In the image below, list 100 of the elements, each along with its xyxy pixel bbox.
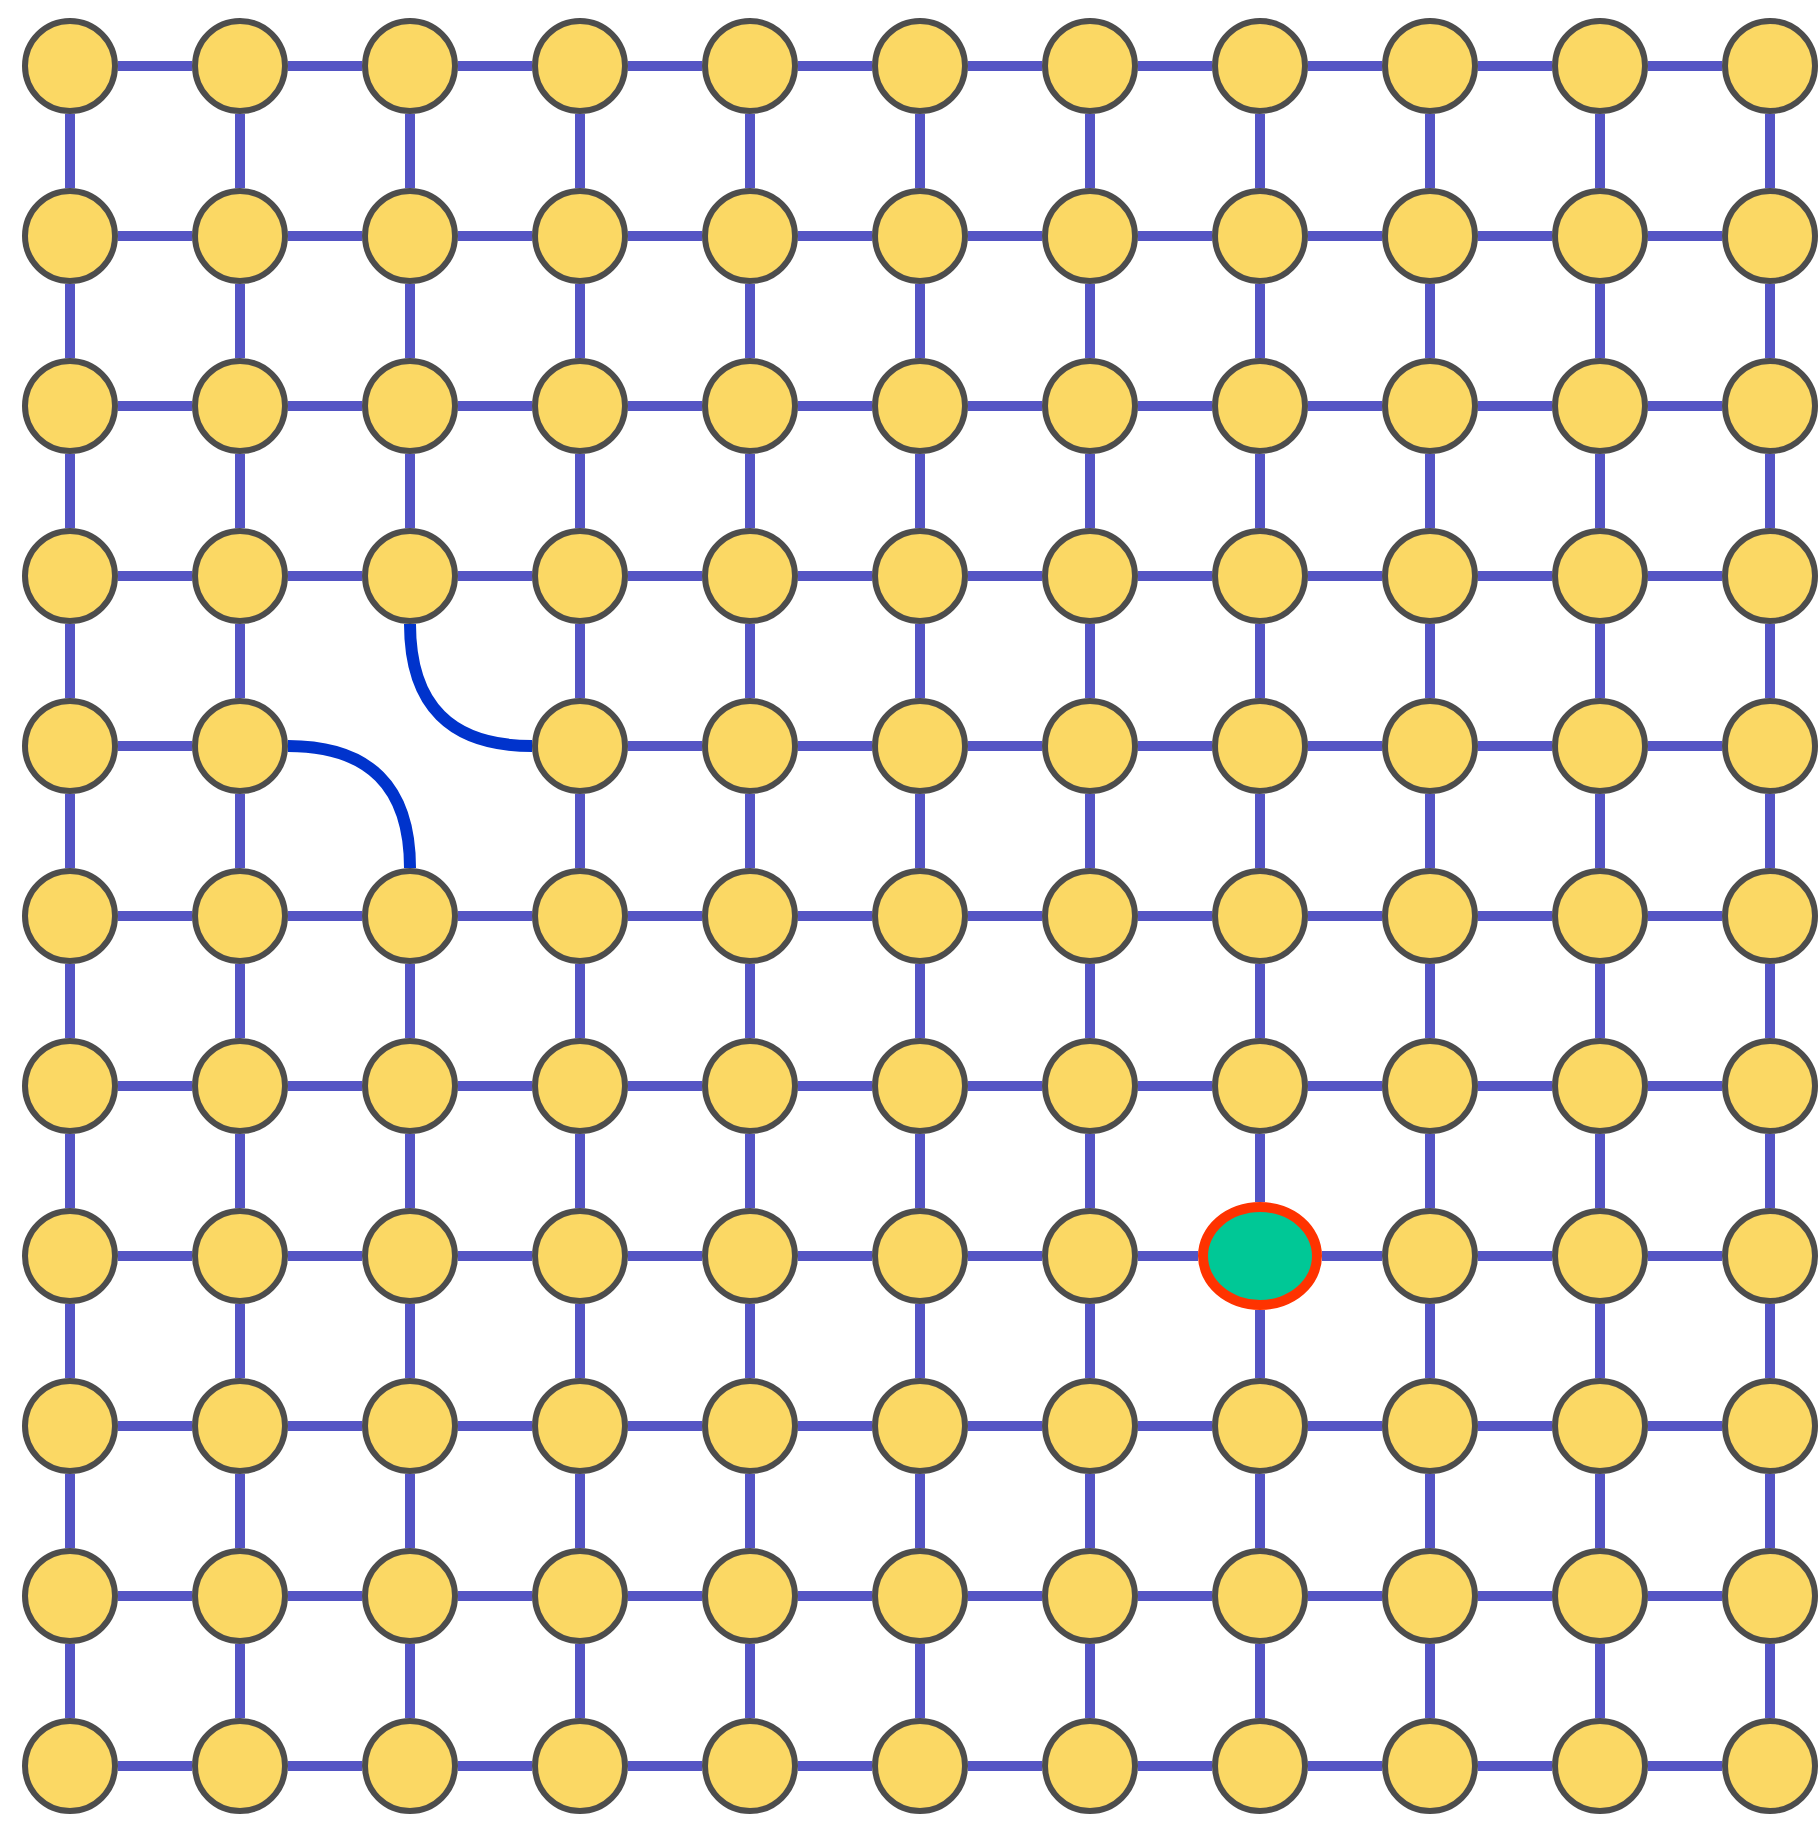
lattice-bond xyxy=(915,794,925,868)
lattice-node xyxy=(702,358,798,454)
lattice-node xyxy=(872,1208,968,1304)
lattice-bond xyxy=(118,1591,192,1601)
lattice-bond xyxy=(1648,231,1722,241)
lattice-node xyxy=(532,1378,628,1474)
lattice-node xyxy=(1722,1208,1818,1304)
lattice-bond xyxy=(1595,1134,1605,1208)
lattice-bond xyxy=(458,401,532,411)
lattice-bond xyxy=(968,1761,1042,1771)
lattice-bond xyxy=(1478,401,1552,411)
lattice-node xyxy=(1042,188,1138,284)
lattice-bond xyxy=(65,1134,75,1208)
lattice-bond xyxy=(1425,1644,1435,1718)
lattice-bond xyxy=(405,114,415,188)
lattice-node xyxy=(1042,868,1138,964)
lattice-bond xyxy=(798,61,872,71)
lattice-node xyxy=(1382,1378,1478,1474)
lattice-bond xyxy=(1425,114,1435,188)
lattice-bond xyxy=(968,231,1042,241)
lattice-bond xyxy=(628,231,702,241)
lattice-bond xyxy=(1255,1310,1265,1378)
lattice-bond xyxy=(575,1644,585,1718)
lattice-bond xyxy=(798,401,872,411)
lattice-bond xyxy=(628,401,702,411)
lattice-node xyxy=(1722,1548,1818,1644)
lattice-bond xyxy=(1595,624,1605,698)
lattice-bond xyxy=(288,1081,362,1091)
lattice-bond xyxy=(968,571,1042,581)
lattice-bond xyxy=(1255,454,1265,528)
lattice-bond xyxy=(575,1474,585,1548)
lattice-bond xyxy=(118,571,192,581)
lattice-bond xyxy=(968,61,1042,71)
lattice-node xyxy=(1722,358,1818,454)
lattice-bond xyxy=(288,401,362,411)
lattice-node xyxy=(872,358,968,454)
lattice-node xyxy=(362,528,458,624)
lattice-node xyxy=(192,1208,288,1304)
lattice-bond xyxy=(1308,911,1382,921)
lattice-node xyxy=(192,528,288,624)
lattice-bond xyxy=(118,1251,192,1261)
lattice-bond xyxy=(628,911,702,921)
lattice-node xyxy=(22,1548,118,1644)
lattice-bond xyxy=(1478,741,1552,751)
lattice-bond xyxy=(1648,1761,1722,1771)
lattice-bond xyxy=(235,624,245,698)
lattice-node xyxy=(362,358,458,454)
lattice-node xyxy=(532,1038,628,1134)
lattice-bond xyxy=(118,401,192,411)
lattice-bond xyxy=(575,794,585,868)
lattice-bond xyxy=(458,1081,532,1091)
lattice-bond xyxy=(628,1761,702,1771)
lattice-bond xyxy=(915,964,925,1038)
lattice-bond xyxy=(235,1304,245,1378)
lattice-node xyxy=(192,698,288,794)
lattice-node xyxy=(1552,358,1648,454)
lattice-bond xyxy=(915,284,925,358)
lattice-node xyxy=(1382,1718,1478,1814)
lattice-node xyxy=(1212,18,1308,114)
lattice-bond xyxy=(288,911,362,921)
lattice-bond xyxy=(1255,1644,1265,1718)
lattice-bond xyxy=(1765,1134,1775,1208)
lattice-node xyxy=(1722,1718,1818,1814)
lattice-node xyxy=(1042,698,1138,794)
lattice-node xyxy=(22,1038,118,1134)
lattice-node xyxy=(1212,698,1308,794)
lattice-node xyxy=(1552,18,1648,114)
lattice-node xyxy=(192,188,288,284)
lattice-node xyxy=(872,868,968,964)
lattice-node xyxy=(1552,1548,1648,1644)
lattice-node xyxy=(532,1718,628,1814)
lattice-bond xyxy=(1478,1761,1552,1771)
lattice-node xyxy=(22,1378,118,1474)
lattice-node xyxy=(362,868,458,964)
lattice-bond xyxy=(235,964,245,1038)
lattice-node xyxy=(1382,18,1478,114)
lattice-bond xyxy=(1085,1304,1095,1378)
lattice-bond xyxy=(1138,1421,1212,1431)
lattice-node xyxy=(532,188,628,284)
lattice-bond xyxy=(118,61,192,71)
lattice-bond xyxy=(1308,571,1382,581)
curved-connector xyxy=(404,623,533,752)
lattice-node xyxy=(1722,188,1818,284)
lattice-bond xyxy=(288,61,362,71)
lattice-bond xyxy=(288,1591,362,1601)
lattice-node xyxy=(1042,358,1138,454)
lattice-bond xyxy=(1308,741,1382,751)
lattice-bond xyxy=(915,114,925,188)
lattice-bond xyxy=(1765,454,1775,528)
lattice-bond xyxy=(575,1134,585,1208)
lattice-bond xyxy=(1308,1761,1382,1771)
lattice-node xyxy=(362,1378,458,1474)
lattice-bond xyxy=(288,571,362,581)
lattice-node xyxy=(702,1548,798,1644)
lattice-bond xyxy=(1138,1251,1198,1261)
lattice-bond xyxy=(745,1474,755,1548)
lattice-bond xyxy=(798,911,872,921)
lattice-bond xyxy=(1138,1081,1212,1091)
lattice-bond xyxy=(65,1304,75,1378)
lattice-bond xyxy=(1478,1081,1552,1091)
